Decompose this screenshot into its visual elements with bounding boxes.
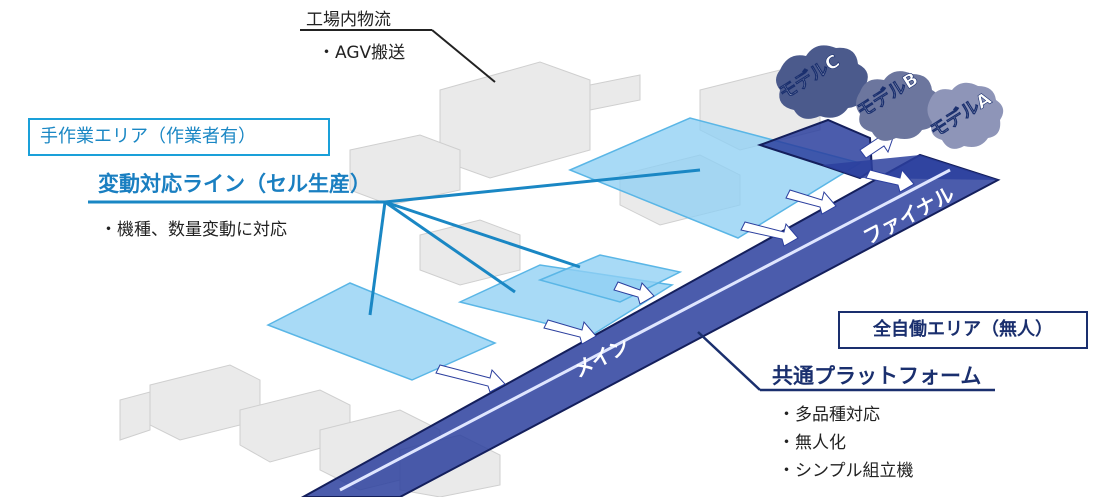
model-clouds	[776, 45, 1004, 149]
manual-area-label: 手作業エリア（作業者有）	[28, 118, 330, 156]
model-c-cloud	[776, 45, 868, 119]
cell-area-left	[266, 282, 497, 381]
platform-feature: ・多品種対応	[778, 405, 880, 425]
auto-area-label: 全自働エリア（無人）	[838, 311, 1088, 349]
logistics-leader	[300, 29, 496, 83]
platform-leader	[697, 331, 995, 392]
model-a-cloud	[927, 82, 1004, 149]
cell-line-subtitle: ・機種、数量変動に対応	[100, 220, 287, 240]
model-b-cloud	[856, 71, 941, 141]
cell-line-title: 変動対応ライン（セル生産）	[98, 172, 371, 196]
platform-title: 共通プラットフォーム	[772, 364, 982, 388]
final-belt-right	[822, 155, 998, 180]
logistics-title: 工場内物流	[306, 10, 391, 30]
platform-feature: ・シンプル組立機	[778, 461, 914, 481]
logistics-subtitle: ・AGV搬送	[318, 43, 406, 63]
cell-line-connectors	[88, 168, 701, 316]
production-belt	[300, 118, 1001, 497]
platform-feature: ・無人化	[778, 433, 846, 453]
flow-arrows	[435, 131, 915, 393]
